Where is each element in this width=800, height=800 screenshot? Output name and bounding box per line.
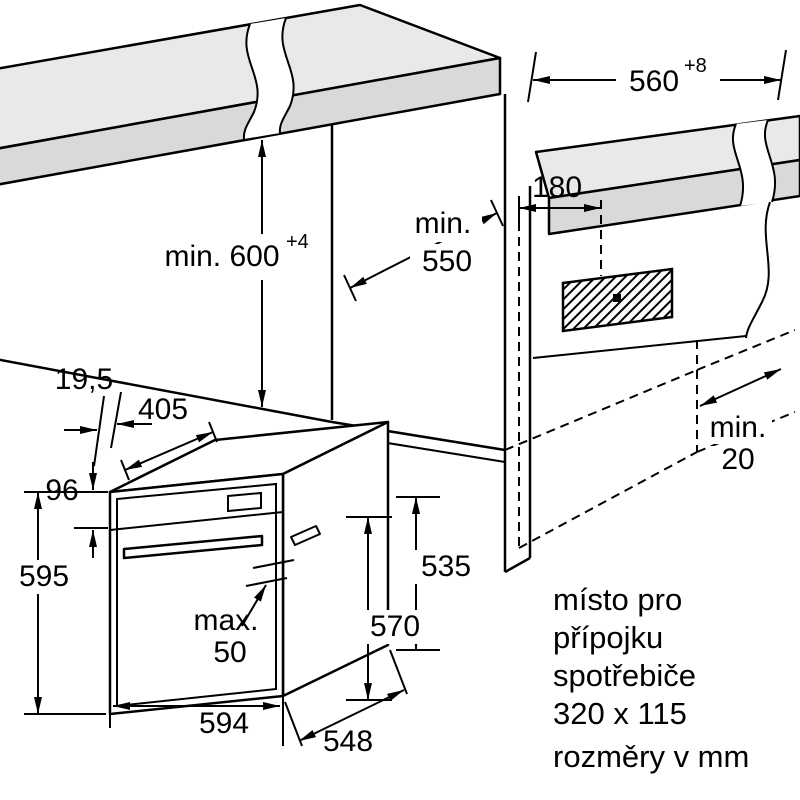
units-note: rozměry v mm [553,739,749,774]
dim-label-535: 535 [421,550,471,583]
dim-tick [284,701,303,747]
dim-arrow-50 [241,584,267,627]
dim-label-570: 570 [370,610,420,643]
dim-label-20-min: min. [710,411,767,444]
dim-label-600-sup: +4 [286,231,309,253]
left-break-wave-edge [278,17,295,134]
connection-dot [613,294,621,302]
left-countertop-break [243,18,294,139]
dim-label-20: 20 [721,443,754,476]
label-bg [404,206,482,242]
dim-label-560: 560 [629,65,679,98]
left-countertop [0,3,502,186]
dim-arrow-405 [124,431,214,471]
hidden-line [518,451,698,549]
dim-label-594: 594 [199,707,249,740]
connection-area [561,267,674,333]
dim-label-600: min. 600 [164,240,279,273]
left-break-wave-edge [242,23,259,140]
dim-tick [120,459,130,481]
dim-tick [777,49,787,101]
oven-front-face [108,472,285,716]
hidden-line [504,369,698,451]
dim-tick [208,421,218,443]
recess-dashed-lines [504,200,796,549]
label-bg [704,414,772,444]
dim-label-180: 180 [532,171,582,204]
right-countertop-front-face [547,158,800,236]
label-bg [616,58,720,102]
hidden-line [696,329,796,371]
dim-tick [343,274,357,302]
label-bg [150,234,322,280]
dim-label-548: 548 [323,725,373,758]
label-bg [362,610,428,644]
right-break-wave-edge [763,119,777,203]
connection-note-line1: místo pro [553,582,682,617]
connection-note-line3: spotřebiče [553,658,696,693]
dim-tick [110,391,122,449]
dim-label-550-min: min. [415,207,472,240]
oven-door-frame [116,482,277,708]
connection-note-line2: přípojku [553,620,663,655]
oven-vent [290,525,321,546]
dim-label-19-5: 19,5 [55,363,113,396]
dim-label-96: 96 [45,474,78,507]
right-countertop [532,114,800,359]
label-backgrounds [16,58,772,644]
dim-arrow-20 [699,368,782,407]
dim-label-550: 550 [422,245,472,278]
dim-tick [490,199,504,227]
floor-edge [0,358,333,424]
oven-display [227,491,262,513]
connection-note: místo pro přípojku spotřebiče 320 x 115 [553,582,696,731]
oven-handle [122,534,264,560]
dim-label-50: 50 [213,636,246,669]
dimension-labels: 560 +8 min. 600 +4 min. 550 180 min. 20 … [19,55,766,758]
oven-control-panel-line [109,511,284,531]
dim-label-405: 405 [138,393,188,426]
dim-tick [245,577,288,587]
label-bg [710,446,766,476]
back-wall-bottom-edge [532,335,747,359]
label-bg [410,244,484,280]
dim-tick [252,559,295,569]
dim-label-max: max. [193,604,258,637]
dim-label-560-sup: +8 [684,55,707,77]
connection-note-line4: 320 x 115 [553,696,687,731]
oven [108,420,390,716]
right-break-wave-edge [731,123,745,207]
label-bg [16,560,72,594]
dim-tick [389,649,408,695]
back-wall-wave-edge [745,201,771,339]
right-panel-bottom-edge [504,556,531,574]
dim-label-595: 595 [19,560,69,593]
dim-tick [93,395,105,467]
dim-tick [527,51,537,103]
dim-arrow-548 [298,689,405,742]
label-bg [410,550,480,584]
